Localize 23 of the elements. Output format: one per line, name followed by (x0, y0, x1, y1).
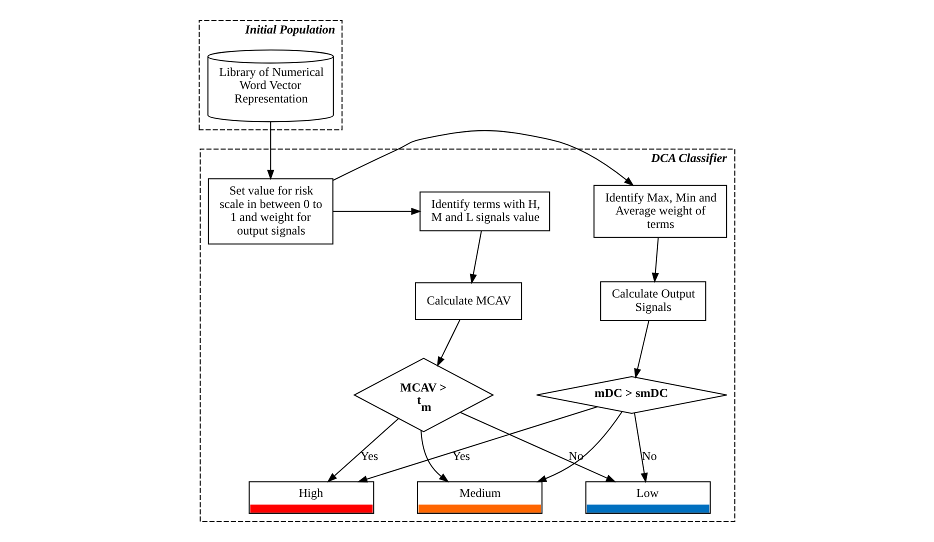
edge-label: Yes (452, 448, 470, 463)
arrow (327, 418, 399, 483)
arrow (460, 412, 616, 482)
node-box: Identify terms with H, M and L signals value (420, 192, 550, 232)
arrow (634, 320, 650, 379)
edge-label: No (642, 448, 657, 463)
arrow (332, 208, 422, 215)
arrow (536, 411, 622, 482)
node-diamond: mDC > smDC (536, 376, 728, 414)
arrow (357, 406, 598, 482)
arrow (634, 412, 648, 484)
edge-label: Yes (360, 448, 378, 463)
arrow (436, 320, 460, 367)
arrow (652, 238, 659, 284)
node-box: Identify Max, Min and Average weight of terms (593, 184, 728, 238)
edge-label: No (568, 448, 584, 463)
arrow (267, 122, 274, 180)
arrow (332, 130, 634, 186)
arrow (420, 430, 450, 482)
node-box: Calculate MCAV (414, 282, 522, 320)
arrow (470, 230, 482, 284)
node-box: Set value for risk scale in between 0 to 1 and weight for output signals (208, 178, 334, 245)
node-box: Calculate Output Signals (600, 281, 706, 322)
